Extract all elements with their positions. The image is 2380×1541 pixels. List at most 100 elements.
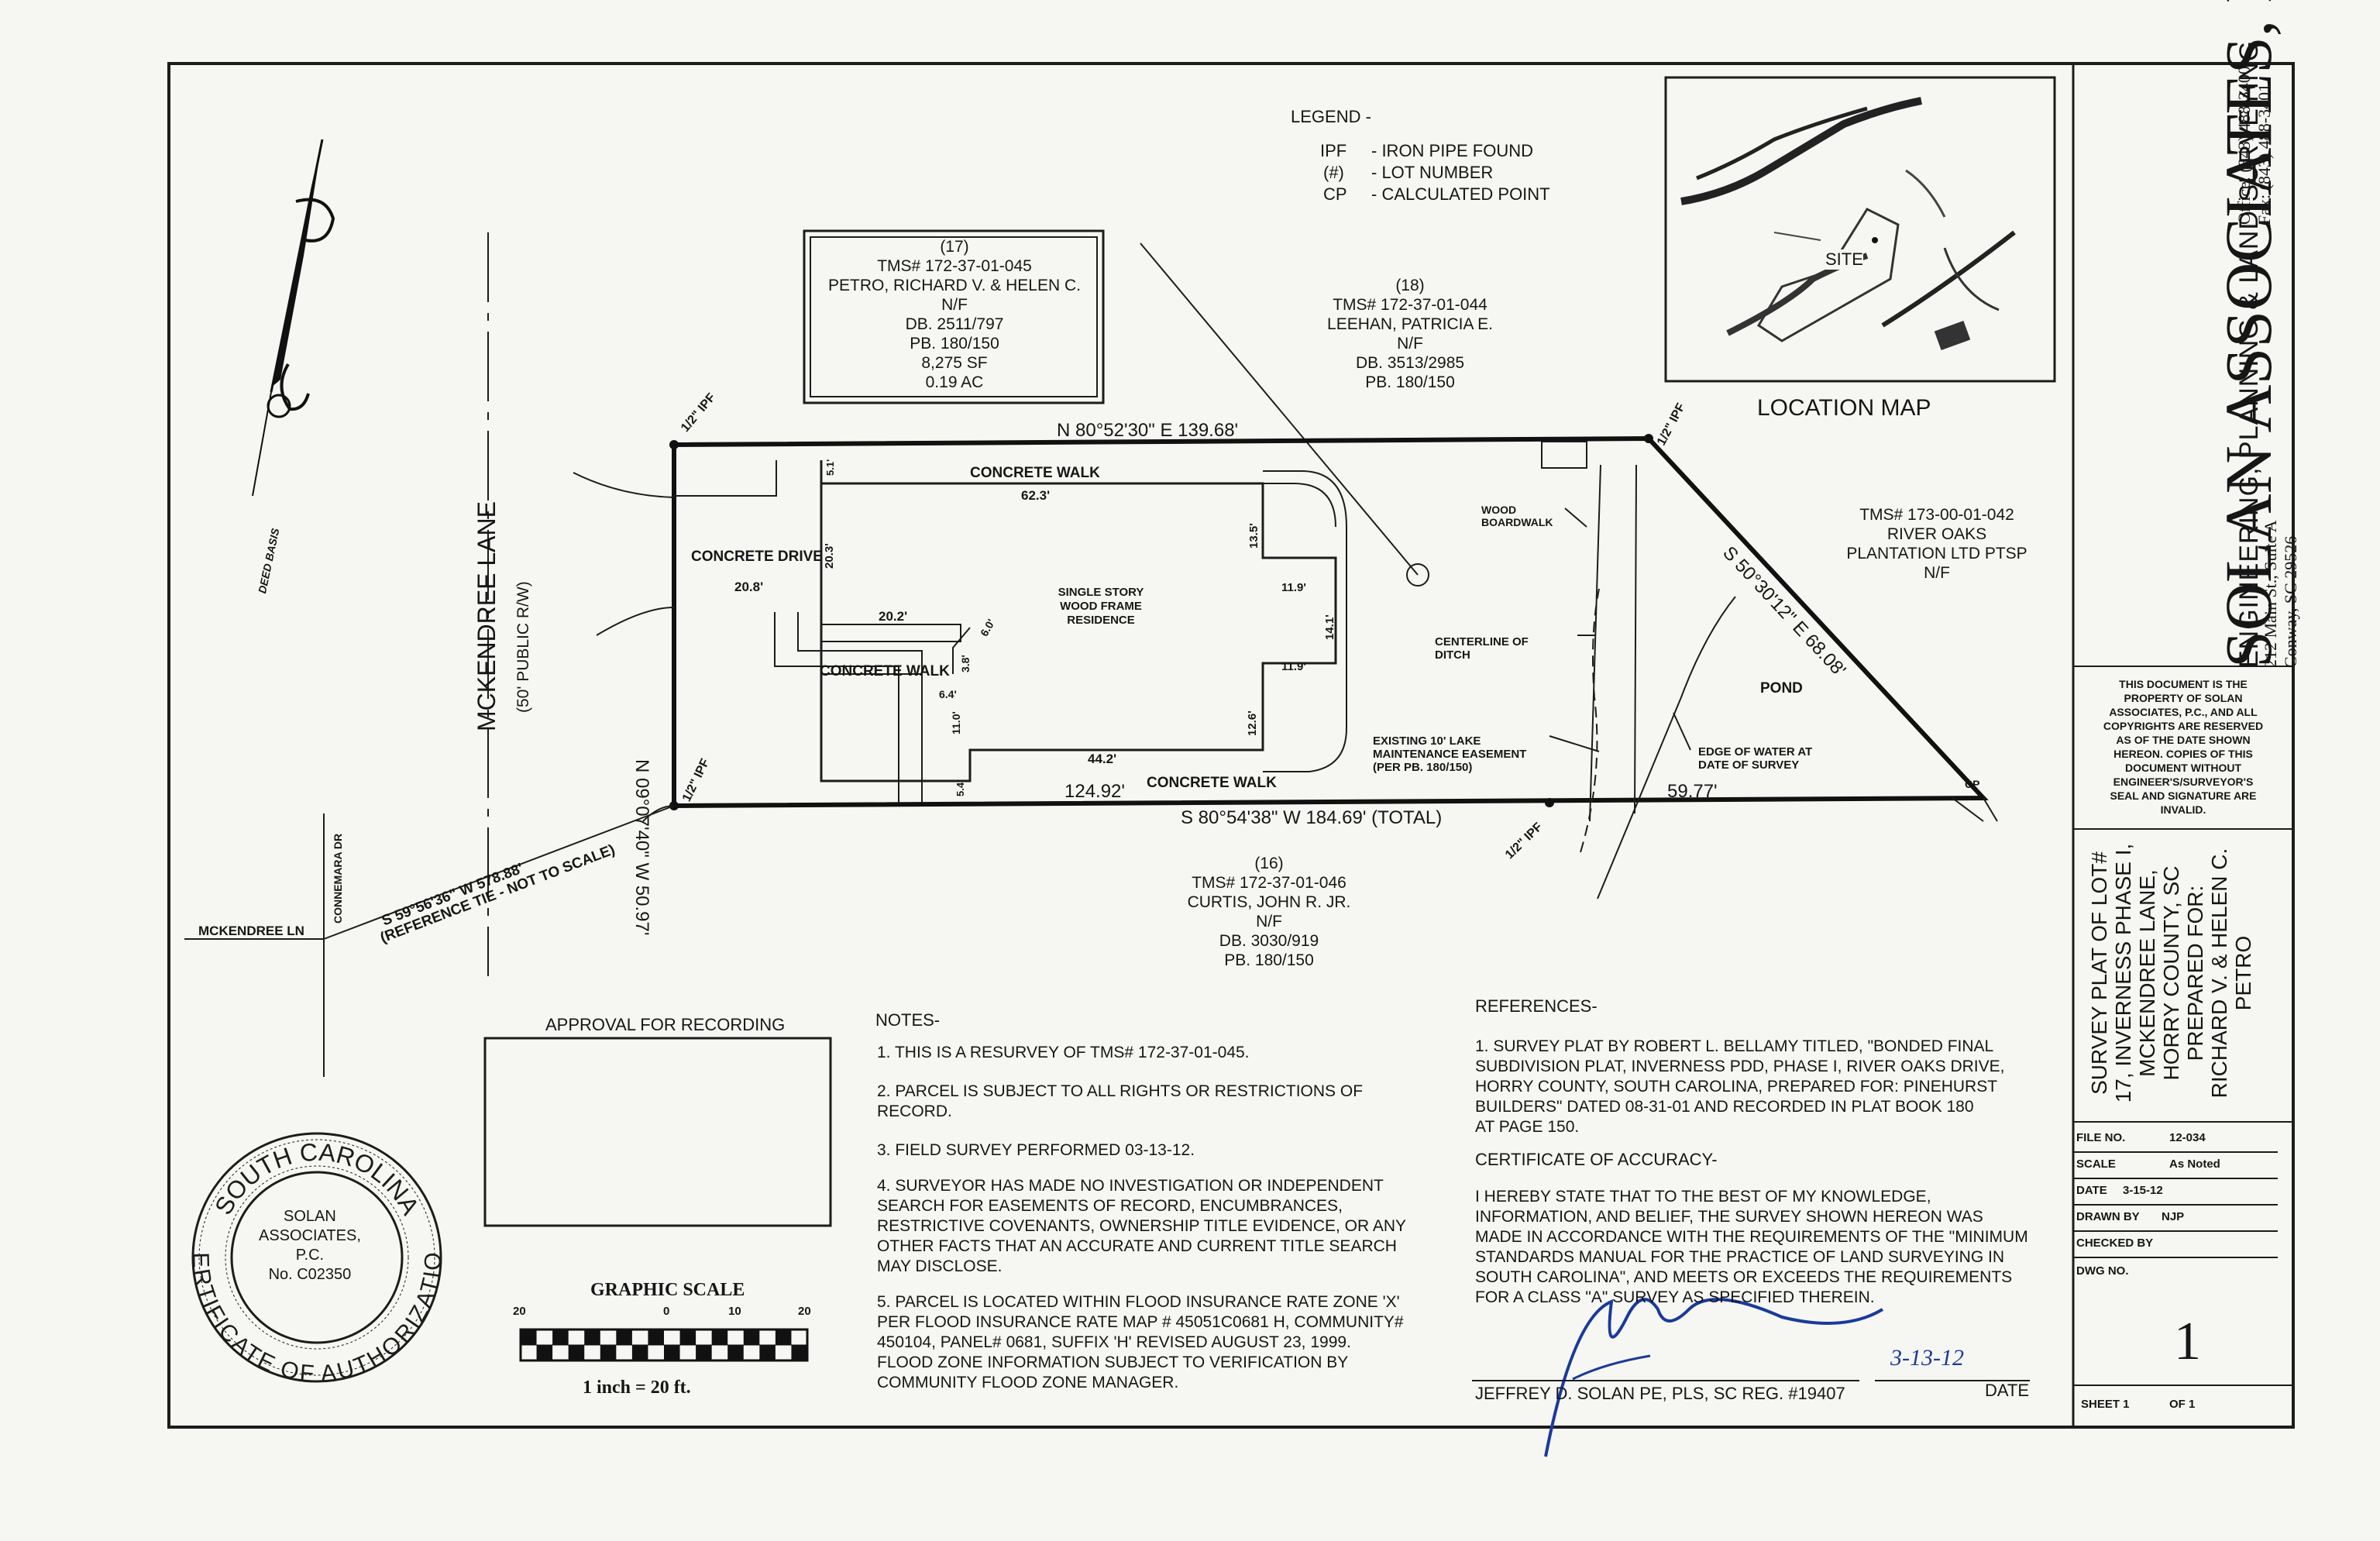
street-name: MCKENDREE LANE bbox=[473, 501, 500, 731]
dim-20-8: 20.8' bbox=[734, 580, 764, 594]
dim-11-9-b: 11.9' bbox=[1281, 660, 1306, 673]
south-line-bearing: S 80°54'38" W 184.69' (TOTAL) bbox=[1181, 807, 1443, 828]
dim-44-2: 44.2' bbox=[1088, 752, 1117, 766]
legend-desc-lot: - LOT NUMBER bbox=[1371, 163, 1494, 182]
notes-title: NOTES- bbox=[875, 1010, 941, 1030]
scale-bar-cell bbox=[584, 1329, 600, 1345]
firm-address-1: 212 Main St., Suite A bbox=[2261, 520, 2280, 668]
dwg-no-label: DWG NO. bbox=[2076, 1264, 2129, 1278]
calculated-point-label: CP bbox=[1965, 778, 1980, 790]
drawn-by-label: DRAWN BY bbox=[2076, 1210, 2140, 1223]
plat-title: SURVEY PLAT OF LOT# 17, INVERNESS PHASE … bbox=[2087, 843, 2255, 1103]
parcel-lot-18: (18) TMS# 172-37-01-044 LEEHAN, PATRICIA… bbox=[1327, 277, 1493, 391]
drawn-by-row: DRAWN BY NJP bbox=[2073, 1204, 2278, 1232]
ditch-label: CENTERLINE OF DITCH bbox=[1435, 635, 1529, 662]
graphic-scale-tick-20-right: 20 bbox=[798, 1305, 811, 1318]
scale-bar-cell bbox=[536, 1345, 553, 1360]
dim-11-0: 11.0' bbox=[950, 711, 962, 734]
graphic-scale-tick-20-left: 20 bbox=[513, 1305, 526, 1318]
dim-6-4: 6.4' bbox=[939, 688, 957, 700]
scale-bar-cell bbox=[775, 1329, 792, 1345]
note-4: 4. SURVEYOR HAS MADE NO INVESTIGATION OR… bbox=[877, 1177, 1407, 1275]
note-2: 2. PARCEL IS SUBJECT TO ALL RIGHTS OR RE… bbox=[877, 1082, 1364, 1120]
scale-bar-cell bbox=[711, 1329, 728, 1345]
location-map-site-label: SITE bbox=[1825, 249, 1863, 270]
connemara-dr-label: CONNEMARA DR bbox=[332, 833, 344, 924]
dim-5-4: 5.4' bbox=[954, 779, 966, 796]
dim-13-5: 13.5' bbox=[1247, 523, 1261, 549]
scale-bar-cell bbox=[743, 1329, 760, 1345]
file-no-label: FILE NO. bbox=[2076, 1131, 2126, 1144]
scale-bar-cell bbox=[791, 1345, 807, 1360]
graphic-scale-caption: 1 inch = 20 ft. bbox=[583, 1378, 691, 1398]
scale-row: SCALE As Noted bbox=[2073, 1151, 2278, 1179]
water-edge-distance: 59.77' bbox=[1667, 781, 1718, 802]
legend-symbol-cp: CP bbox=[1323, 184, 1347, 204]
scale-bar-cell bbox=[664, 1345, 680, 1360]
note-3: 3. FIELD SURVEY PERFORMED 03-13-12. bbox=[877, 1141, 1195, 1159]
approval-title: APPROVAL FOR RECORDING bbox=[545, 1015, 786, 1034]
graphic-scale-title: GRAPHIC SCALE bbox=[590, 1280, 745, 1300]
dim-62-3: 62.3' bbox=[1021, 488, 1051, 503]
parcel-river-oaks: TMS# 173-00-01-042 RIVER OAKS PLANTATION… bbox=[1846, 506, 2027, 582]
scale-bar-cell bbox=[696, 1345, 712, 1360]
concrete-walk-south: CONCRETE WALK bbox=[1147, 775, 1277, 791]
graphic-scale-tick-10: 10 bbox=[728, 1305, 741, 1318]
scale-label: SCALE bbox=[2076, 1157, 2116, 1171]
scale-bar-cell bbox=[616, 1329, 632, 1345]
north-line-bearing: N 80°52'30" E 139.68' bbox=[1057, 420, 1239, 441]
scale-bar-cell bbox=[521, 1329, 537, 1345]
concrete-drive-label: CONCRETE DRIVE bbox=[691, 549, 823, 565]
dim-3-8: 3.8' bbox=[959, 655, 972, 672]
dim-20-2: 20.2' bbox=[879, 609, 908, 624]
sheet-label: SHEET 1 bbox=[2081, 1398, 2130, 1411]
location-map bbox=[1680, 97, 2016, 351]
parcel-lot-17: (17) TMS# 172-37-01-045 PETRO, RICHARD V… bbox=[828, 238, 1081, 391]
scale-bar-cell bbox=[648, 1329, 664, 1345]
mckendree-ln-label: MCKENDREE LN bbox=[198, 924, 304, 938]
location-map-title: LOCATION MAP bbox=[1757, 395, 1931, 421]
scale-bar-cell bbox=[552, 1329, 569, 1345]
sheet-of-label: OF 1 bbox=[2169, 1398, 2196, 1411]
legend-symbol-ipf: IPF bbox=[1320, 141, 1347, 160]
firm-address-2: Conway, SC 29526 bbox=[2281, 535, 2300, 668]
pond-label: POND bbox=[1760, 680, 1803, 697]
street-right-of-way: (50' PUBLIC R/W) bbox=[514, 581, 532, 713]
scale-bar-cell bbox=[600, 1345, 617, 1360]
legend-symbol-lot: (#) bbox=[1323, 163, 1344, 182]
south-partial-distance: 124.92' bbox=[1064, 781, 1125, 802]
signature-date-label: DATE bbox=[1985, 1381, 2030, 1400]
parcel-lot-16: (16) TMS# 172-37-01-046 CURTIS, JOHN R. … bbox=[1187, 855, 1351, 969]
scale-bar-cell bbox=[759, 1345, 776, 1360]
date-value: 3-15-12 bbox=[2123, 1184, 2163, 1197]
graphic-scale-tick-0: 0 bbox=[663, 1305, 670, 1318]
easement-label: EXISTING 10' LAKE MAINTENANCE EASEMENT (… bbox=[1373, 734, 1527, 774]
seal-center-text: SOLAN ASSOCIATES, P.C. No. C02350 bbox=[259, 1208, 361, 1283]
legend-desc-cp: - CALCULATED POINT bbox=[1371, 184, 1550, 204]
scale-bar-cell bbox=[679, 1329, 696, 1345]
residence-label: SINGLE STORY WOOD FRAME RESIDENCE bbox=[1058, 586, 1144, 627]
dim-14-1: 14.1' bbox=[1323, 614, 1336, 640]
certificate-title: CERTIFICATE OF ACCURACY- bbox=[1475, 1150, 1718, 1169]
concrete-walk-north: CONCRETE WALK bbox=[970, 465, 1100, 481]
dwg-no-value: 1 bbox=[2174, 1312, 2201, 1371]
date-label: DATE bbox=[2076, 1184, 2107, 1197]
file-no-row: FILE NO. 12-034 bbox=[2073, 1125, 2278, 1153]
boardwalk-label: WOOD BOARDWALK bbox=[1481, 504, 1553, 528]
legend-desc-ipf: - IRON PIPE FOUND bbox=[1371, 141, 1534, 160]
dim-11-9-a: 11.9' bbox=[1281, 581, 1306, 594]
dim-5-1: 5.1' bbox=[824, 459, 836, 476]
date-row: DATE 3-15-12 bbox=[2073, 1178, 2278, 1206]
concrete-walk-west: CONCRETE WALK bbox=[820, 663, 950, 679]
scale-bar-cell bbox=[727, 1345, 744, 1360]
edge-of-water-label: EDGE OF WATER AT DATE OF SURVEY bbox=[1698, 745, 1813, 772]
scale-bar-cell bbox=[568, 1345, 585, 1360]
firm-office-phone: Office: (843) 488-3400 bbox=[2234, 66, 2254, 225]
certificate-text: I HEREBY STATE THAT TO THE BEST OF MY KN… bbox=[1475, 1188, 2028, 1306]
legend-title: LEGEND - bbox=[1291, 107, 1371, 126]
scale-value: As Noted bbox=[2169, 1157, 2220, 1171]
note-5: 5. PARCEL IS LOCATED WITHIN FLOOD INSURA… bbox=[877, 1293, 1404, 1391]
west-line-bearing: N 09°07'40" W 50.97' bbox=[631, 759, 652, 936]
